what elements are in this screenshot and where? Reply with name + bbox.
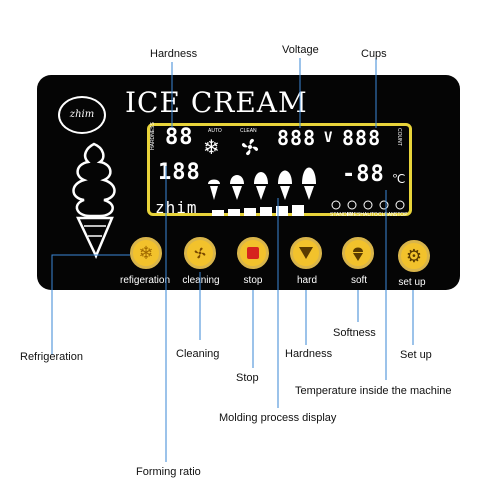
callout-forming: Forming ratio [136,466,201,478]
stop-button-label: stop [243,275,263,286]
cleaning-button-label: cleaning [182,275,220,286]
temperature-readout: -88 [342,162,385,187]
status-icons [331,200,405,210]
callout-line [51,254,130,355]
setup-button-label: set up [398,277,426,288]
callout-refrigeration: Refrigeration [20,351,83,363]
soft-button-label: soft [350,275,368,286]
callout-softness: Softness [333,327,376,339]
cone-stage-icon [208,179,220,200]
callout-voltage: Voltage [282,44,319,56]
status-auto: AUTO [364,212,378,218]
callout-hardness-top: Hardness [150,48,198,60]
voltage-readout: 888 [277,126,317,150]
callout-temperature: Temperature inside the machine [295,385,452,397]
ice-cream-cone-icon [353,247,363,261]
snowflake-icon: ❄ [203,137,220,159]
status-stop: STOP [394,212,408,218]
auto-indicator: AUTO [208,128,222,134]
ice-cream-cone-icon [72,142,116,260]
forming-ratio-bars [212,205,304,216]
panel-title: ICE CREAM [125,86,308,119]
cone-stage-icon [254,172,268,200]
temperature-unit: ℃ [392,172,407,186]
brand-text: zhim [69,109,95,120]
callout-setup: Set up [400,349,432,361]
brand-bubble: zhim [58,96,106,134]
cups-readout: 888 [342,126,382,150]
voltage-unit: V [324,130,334,146]
hard-button-label: hard [296,275,317,286]
stop-button[interactable] [237,237,269,269]
cone-stage-icon [278,170,292,200]
callout-hardness-bottom: Hardness [285,348,333,360]
status-fresh: FRESH [347,212,364,218]
callout-stop: Stop [236,372,259,384]
triangle-down-icon [299,247,313,259]
setup-button[interactable]: ⚙ [398,240,430,272]
stop-square-icon [247,247,259,259]
refrigeration-button[interactable]: ❄ [130,237,162,269]
fan-icon [241,138,259,156]
cone-stage-icon [302,167,316,200]
callout-molding: Molding process display [219,412,337,424]
molding-progress-icons [208,167,316,200]
refrigeration-button-label: refigeration [119,275,171,286]
callout-cleaning: Cleaning [176,348,220,360]
cone-stage-icon [230,175,244,200]
forming-ratio-readout: 188 [158,160,201,185]
status-standby: STANDBY [330,212,354,218]
hardness-readout: 88 [165,125,194,150]
callout-cups: Cups [361,48,387,60]
fan-icon [194,247,206,259]
lcd-brand-text: zhim [155,198,198,217]
clean-indicator: CLEAN [240,128,257,134]
